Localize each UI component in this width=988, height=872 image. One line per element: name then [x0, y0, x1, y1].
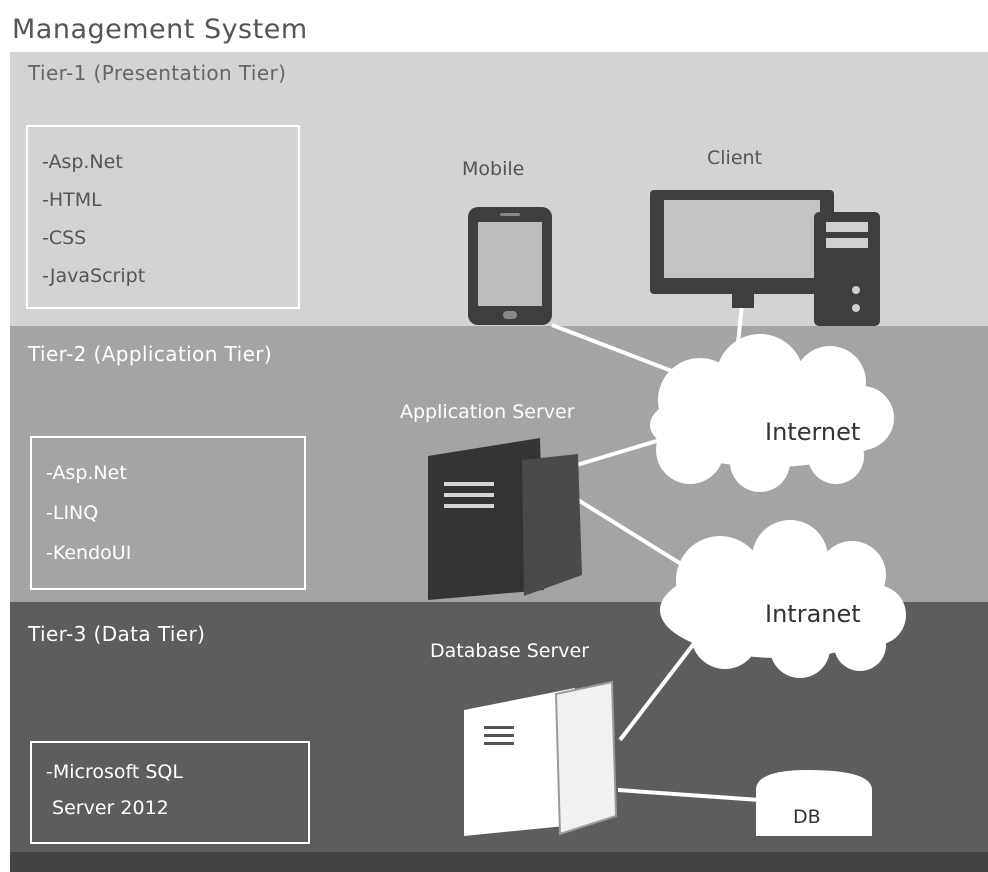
dbserver-db-connector	[617, 788, 761, 802]
tier-1-title: Tier-1 (Presentation Tier)	[28, 61, 287, 85]
intranet-label: Intranet	[765, 600, 861, 628]
computer-tower-icon	[814, 212, 880, 326]
tier-1-tech-item: -CSS	[42, 227, 87, 249]
mobile-label: Mobile	[462, 158, 525, 180]
tier-1-tech-item: -JavaScript	[42, 265, 146, 287]
db-label: DB	[793, 806, 821, 828]
application-server-icon	[428, 438, 582, 600]
tier-3-tech-item: Server 2012	[46, 797, 169, 819]
database-server-label: Database Server	[430, 640, 590, 662]
tier-2-tech-item: -Asp.Net	[46, 462, 127, 484]
intranet-cloud-icon	[660, 520, 906, 678]
database-server-icon	[464, 680, 618, 836]
tier-1-technology-box: -Asp.Net -HTML -CSS -JavaScript	[26, 125, 300, 309]
tier-1-tech-item: -HTML	[42, 189, 102, 211]
application-server-label: Application Server	[400, 401, 575, 423]
client-label: Client	[707, 147, 763, 169]
mobile-phone-icon	[468, 207, 552, 325]
monitor-icon	[650, 190, 834, 308]
tier-3-tech-item: -Microsoft SQL	[46, 761, 183, 783]
internet-label: Internet	[765, 418, 861, 446]
tier-3-technology-box: -Microsoft SQL Server 2012	[30, 741, 310, 844]
page-title: Management System	[12, 14, 308, 45]
tier-3-title: Tier-3 (Data Tier)	[28, 622, 206, 646]
tier-2-title: Tier-2 (Application Tier)	[28, 342, 273, 366]
mobile-internet-connector	[551, 323, 691, 380]
tier-2-tech-item: -LINQ	[46, 502, 99, 524]
tier-3-footer-strip	[10, 852, 988, 872]
tier-2-technology-box: -Asp.Net -LINQ -KendoUI	[30, 436, 306, 590]
tier-1-tech-item: -Asp.Net	[42, 151, 123, 173]
db-cylinder-icon	[756, 770, 872, 836]
internet-cloud-icon	[650, 334, 894, 492]
tier-2-tech-item: -KendoUI	[46, 542, 132, 564]
